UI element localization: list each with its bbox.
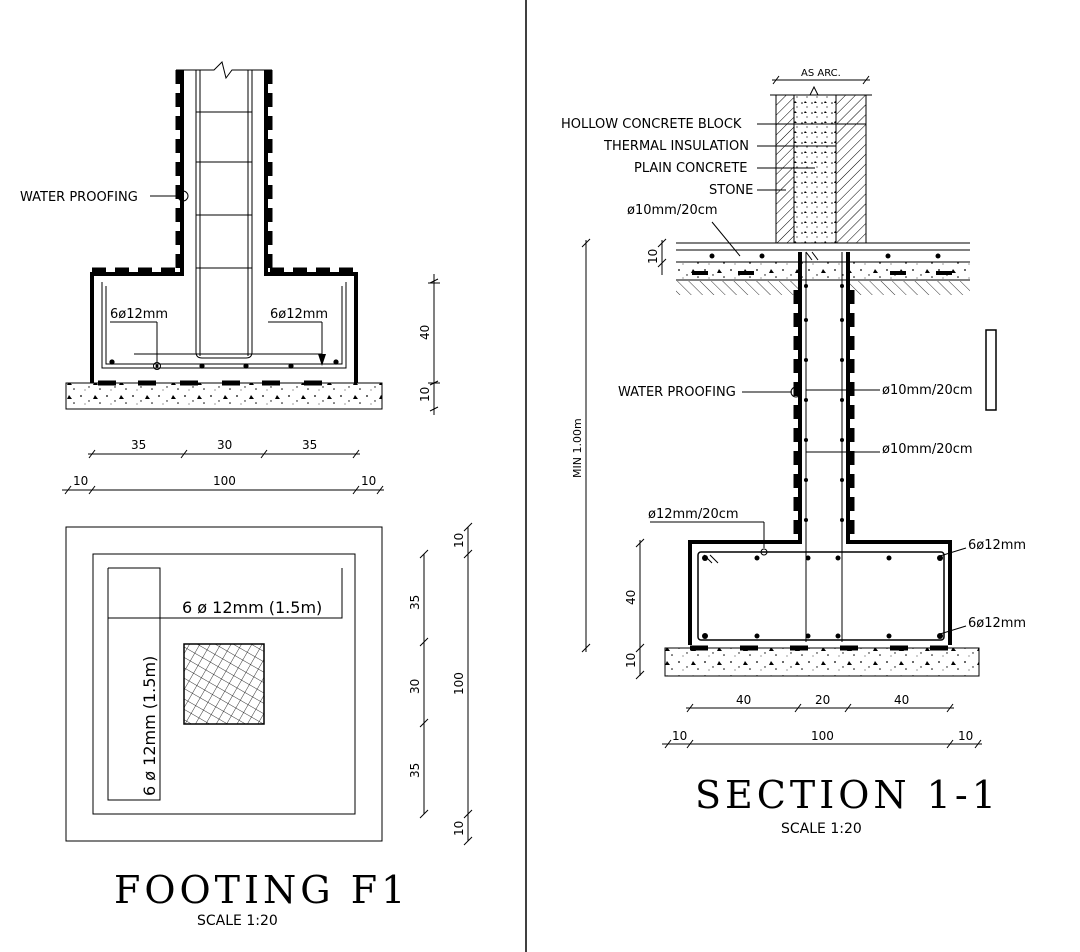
plan-bar-vertical-label: 6 ø 12mm (1.5m) xyxy=(140,656,159,796)
section-dim-row2-a: 10 xyxy=(672,729,687,743)
plan-dim-inner-b: 30 xyxy=(408,679,422,694)
plan-dim-inner-a: 35 xyxy=(408,595,422,610)
footing-title: FOOTING F1 xyxy=(114,868,409,912)
section-dim-40: 40 xyxy=(624,590,638,605)
footing-bar-right-label: 6ø12mm xyxy=(270,307,328,322)
section-dim-row1-a: 40 xyxy=(736,693,751,707)
section-thermal-label: THERMAL INSULATION xyxy=(603,139,749,154)
section-wall-bar-1-label: ø10mm/20cm xyxy=(882,383,973,398)
footing-bar-left-label: 6ø12mm xyxy=(110,307,168,322)
section-dim-row1-b: 20 xyxy=(815,693,830,707)
section-hollow-block-label: HOLLOW CONCRETE BLOCK xyxy=(561,117,742,132)
footing-dims-row2 xyxy=(62,485,384,495)
section-title: SECTION 1-1 xyxy=(695,773,1000,817)
section-drawing xyxy=(581,75,997,749)
section-slab-bar-label: ø10mm/20cm xyxy=(627,203,718,218)
footing-dims-row1 xyxy=(88,449,360,459)
section-bottom-bars-label: 6ø12mm xyxy=(968,616,1026,631)
section-scale: SCALE 1:20 xyxy=(781,821,862,837)
plan-dim-outer-a: 10 xyxy=(452,533,466,548)
section-dim-10: 10 xyxy=(624,653,638,668)
section-dim-row2-c: 10 xyxy=(958,729,973,743)
plan-dim-inner-c: 35 xyxy=(408,763,422,778)
footing-plan xyxy=(65,526,383,842)
footing-water-proofing-label: WATER PROOFING xyxy=(20,190,138,205)
section-wall-bar-2-label: ø10mm/20cm xyxy=(882,442,973,457)
footing-dim-row1-c: 35 xyxy=(302,438,317,452)
section-dim-row2-b: 100 xyxy=(811,729,834,743)
footing-dim-row2-a: 10 xyxy=(73,474,88,488)
footing-scale: SCALE 1:20 xyxy=(197,913,278,929)
section-dim-min-height: MIN 1.00m xyxy=(571,418,584,478)
footing-dim-row2-b: 100 xyxy=(213,474,236,488)
section-footing-bar-label: ø12mm/20cm xyxy=(648,507,739,522)
section-stone-label: STONE xyxy=(709,183,753,198)
section-dim-slab: 10 xyxy=(646,249,660,264)
section-water-proofing-label: WATER PROOFING xyxy=(618,385,736,400)
footing-elevation xyxy=(65,61,383,410)
footing-dim-row2-c: 10 xyxy=(361,474,376,488)
section-top-bars-label: 6ø12mm xyxy=(968,538,1026,553)
footing-dim-row1-b: 30 xyxy=(217,438,232,452)
plan-dim-outer-c: 10 xyxy=(452,821,466,836)
plan-dim-outer-b: 100 xyxy=(452,672,466,695)
footing-vertical-dims xyxy=(428,274,440,415)
plan-vertical-dims xyxy=(419,522,473,846)
footing-dim-40: 40 xyxy=(418,325,432,340)
footing-dim-row1-a: 35 xyxy=(131,438,146,452)
plan-bar-horizontal-label: 6 ø 12mm (1.5m) xyxy=(182,598,322,617)
section-plain-concrete-label: PLAIN CONCRETE xyxy=(634,161,747,176)
section-as-arc-label: AS ARC. xyxy=(801,68,841,79)
section-dim-row1-c: 40 xyxy=(894,693,909,707)
footing-dim-10: 10 xyxy=(418,387,432,402)
